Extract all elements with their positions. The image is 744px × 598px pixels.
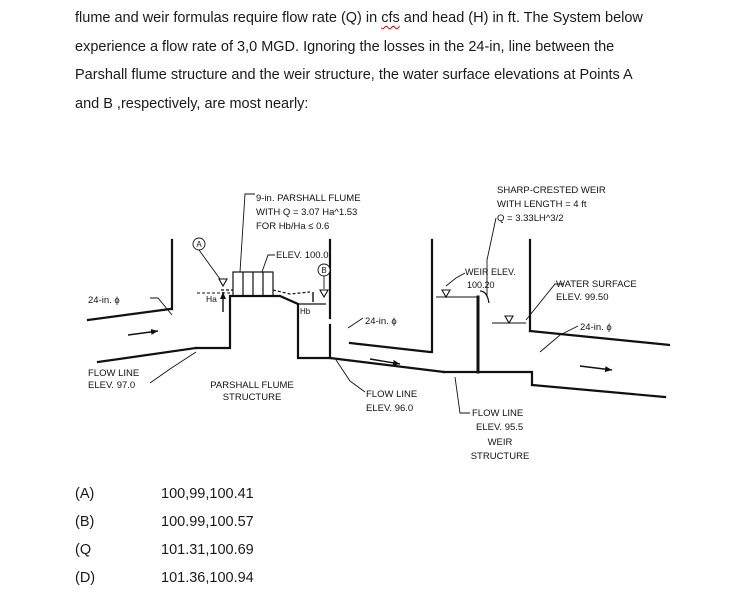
hb-label: Hb [300,307,311,316]
weir-title-label-3: Q = 3.33LH^3/2 [497,213,564,224]
middle-pipe-label: 24-in. ϕ [365,316,397,327]
point-a-label: A [196,240,202,249]
ha-label: Ha [206,294,217,304]
water-surface-b-marker [319,289,329,299]
weir-title-label-1: SHARP-CRESTED WEIR [497,185,606,196]
flume-structure-label-2: STRUCTURE [223,392,282,403]
flume-title-leader [239,193,255,273]
left-pipe-leader [150,297,173,316]
question-line-1-start: flume and weir formulas require flow rat… [75,10,382,26]
weir-structure-label-2: STRUCTURE [471,451,530,462]
left-pipe-top-wall [86,307,172,322]
water-surface-outlet-marker [504,315,514,325]
choice-b-letter: (B) [75,514,95,530]
flume-equation-label: WITH Q = 3.07 Ha^1.53 [256,207,357,218]
cfs-word: cfs [381,10,400,26]
left-flowline-label-2: ELEV. 97.0 [88,380,135,391]
right-pipe-top-wall [528,329,672,347]
middle-flowline-leader [335,359,366,393]
weir-elev-leader [445,272,466,287]
water-surface-label-1: WATER SURFACE [556,279,637,290]
choice-a-letter: (A) [75,486,95,502]
water-surface-a-marker [218,278,228,288]
weir-structure-label-1: WEIR [488,437,513,448]
weir-nappe [479,290,490,304]
inlet-flow-arrow [127,328,159,336]
question-line-3: Parshall flume structure and the weir st… [75,67,633,84]
left-flowline-label-1: FLOW LINE [88,368,139,379]
middle-flowline-label-1: FLOW LINE [366,389,417,400]
weir-title-leader [486,217,497,297]
system-diagram: 24-in. ϕ FLOW LINE ELEV. 97.0 9-in. PARS… [70,175,672,480]
middle-flow-arrow [369,358,401,366]
right-flowline-leader [454,376,470,414]
system-diagram-svg: 24-in. ϕ FLOW LINE ELEV. 97.0 9-in. PARS… [86,185,672,462]
choice-c-value: 101.31,100.69 [161,542,254,558]
question-line-1: flume and weir formulas require flow rat… [75,4,725,33]
right-pipe-leader [539,325,579,353]
weir-elev-label-1: WEIR ELEV. [465,267,516,277]
outlet-flow-arrow [579,365,613,373]
weir-chamber-floor [442,370,534,387]
weir-elev-label-2: 100.20 [467,280,495,290]
flume-limit-label: FOR Hb/Ha ≤ 0.6 [256,221,329,232]
left-pipe-label: 24-in. ϕ [88,295,120,306]
right-pipe-bottom-wall [530,383,667,399]
choice-b-value: 100.99,100.57 [161,514,254,530]
flume-chamber-floor [194,294,332,360]
middle-pipe-bottom-wall [328,356,446,374]
right-flowline-label-2: ELEV. 95.5 [476,422,523,433]
water-surface-weir-marker [441,289,451,299]
question-line-1-end: and head (H) in ft. The System below [399,10,643,26]
middle-pipe-leader [347,317,364,329]
right-pipe-label: 24-in. ϕ [580,322,612,333]
left-pipe-bottom-wall [96,346,198,364]
choice-d-value: 101.36,100.94 [161,570,254,586]
elev-100-leader [261,254,275,273]
right-flowline-label-1: FLOW LINE [472,408,523,419]
question-line-2: experience a flow rate of 3,0 MGD. Ignor… [75,38,615,55]
middle-pipe-top-wall [348,341,432,354]
choice-a-value: 100,99,100.41 [161,486,254,502]
question-line-4: and B ,respectively, are most nearly: [75,96,309,113]
weir-title-label-2: WITH LENGTH = 4 ft [497,199,587,210]
point-b-label: B [321,266,326,275]
choice-d-letter: (D) [75,570,96,586]
water-surface-label-2: ELEV. 99.50 [556,292,608,303]
choice-c-letter: (Q [75,542,92,558]
question-text: flume and weir formulas require flow rat… [75,4,725,119]
middle-flowline-label-2: ELEV. 96.0 [366,403,413,414]
flume-title-label: 9-in. PARSHALL FLUME [256,193,361,204]
flume-structure-label-1: PARSHALL FLUME [210,380,293,391]
elev-100-label: ELEV. 100.0 [276,250,328,261]
water-surface-leader [525,283,564,321]
